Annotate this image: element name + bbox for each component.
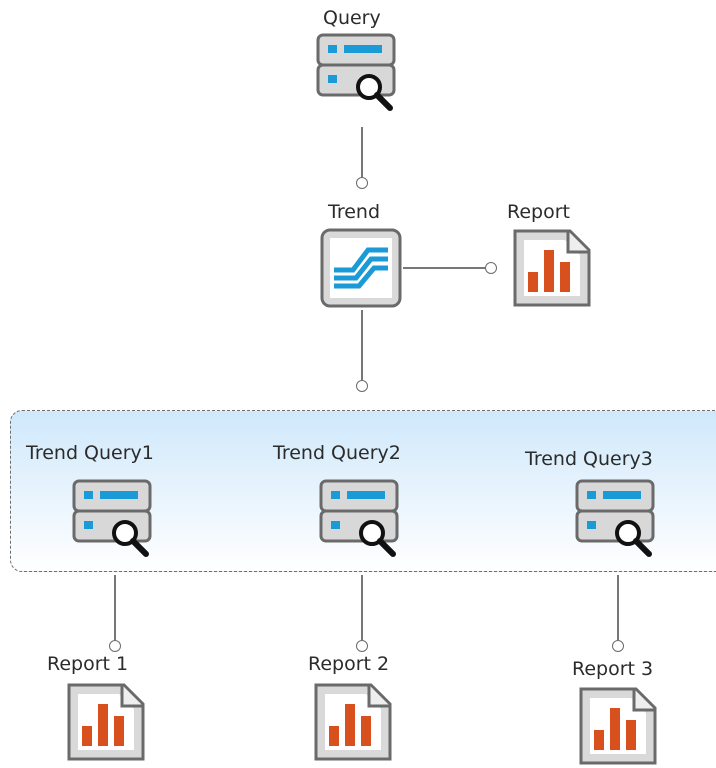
- connector-port: [109, 640, 121, 652]
- trend-icon[interactable]: [318, 226, 404, 310]
- connector-port: [485, 262, 497, 274]
- trend-label: Trend: [328, 201, 380, 223]
- report-label: Report: [507, 201, 570, 223]
- connector-tq2-report2: [361, 575, 363, 640]
- connector-trend-report: [403, 267, 487, 269]
- report1-icon[interactable]: [64, 680, 148, 764]
- connector-trend-group: [361, 310, 363, 380]
- report2-icon[interactable]: [311, 680, 395, 764]
- connector-tq3-report3: [617, 575, 619, 640]
- connector-port: [356, 380, 368, 392]
- trend-query1-icon[interactable]: [70, 478, 154, 564]
- report3-label: Report 3: [572, 658, 654, 680]
- report1-label: Report 1: [47, 653, 129, 675]
- trend-query2-label: Trend Query2: [273, 442, 401, 464]
- trend-query2-icon[interactable]: [317, 478, 401, 564]
- report3-icon[interactable]: [576, 684, 660, 768]
- report-icon[interactable]: [510, 226, 594, 310]
- connector-port: [356, 177, 368, 189]
- trend-query1-label: Trend Query1: [26, 442, 154, 464]
- connector-port: [356, 640, 368, 652]
- report2-label: Report 2: [308, 653, 390, 675]
- trend-query3-icon[interactable]: [573, 478, 657, 564]
- connector-tq1-report1: [114, 575, 116, 640]
- query-label: Query: [323, 7, 381, 29]
- query-icon[interactable]: [314, 32, 398, 118]
- connector-query-trend: [361, 127, 363, 177]
- trend-query3-label: Trend Query3: [525, 448, 653, 470]
- connector-port: [612, 640, 624, 652]
